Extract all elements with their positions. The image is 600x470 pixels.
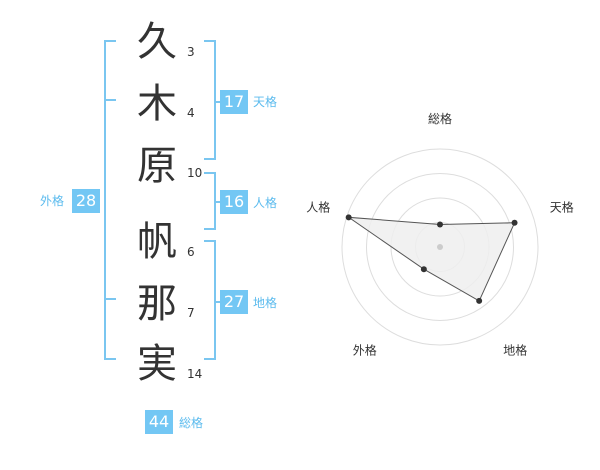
radar-axis-label-5: 人格	[306, 199, 330, 214]
radar-point-4	[420, 266, 427, 273]
stroke-count-1: 3	[187, 45, 195, 59]
radar-point-3	[476, 297, 483, 304]
gaikaku-label: 外格	[40, 194, 65, 208]
radar-axis-label-1: 総格	[428, 111, 452, 126]
name-char-1: 久	[137, 19, 177, 65]
radar-axis-label-2: 天格	[550, 199, 574, 214]
radar-ring	[341, 148, 539, 346]
radar-point-5	[345, 214, 352, 221]
stroke-count-6: 14	[187, 367, 203, 381]
gaikaku-value-badge: 28	[72, 189, 100, 213]
radar-axis-label-3: 地格	[503, 343, 527, 358]
name-char-4: 帆	[137, 219, 177, 265]
soukaku-label: 総格	[179, 416, 204, 430]
stroke-count-4: 6	[187, 245, 195, 259]
stroke-count-5: 7	[187, 306, 195, 320]
chikaku-value-badge: 27	[220, 290, 248, 314]
name-char-2: 木	[137, 81, 177, 127]
name-char-6: 実	[137, 341, 177, 387]
jinkaku-label: 人格	[253, 196, 278, 210]
stroke-count-2: 4	[187, 106, 195, 120]
radar-axis-label-4: 外格	[353, 343, 377, 358]
name-char-3: 原	[137, 143, 177, 189]
radar-polygon	[346, 216, 516, 302]
name-char-5: 那	[137, 281, 177, 327]
radar-center-dot	[437, 244, 443, 250]
radar-point-1	[437, 221, 443, 228]
radar-point-2	[511, 219, 518, 226]
chikaku-label: 地格	[253, 296, 278, 310]
soukaku-value-badge: 44	[145, 410, 173, 434]
tenkaku-label: 天格	[253, 95, 278, 109]
tenkaku-value-badge: 17	[220, 90, 248, 114]
jinkaku-value-badge: 16	[220, 190, 248, 214]
radar-ring	[366, 173, 514, 321]
stroke-count-3: 10	[187, 166, 203, 180]
